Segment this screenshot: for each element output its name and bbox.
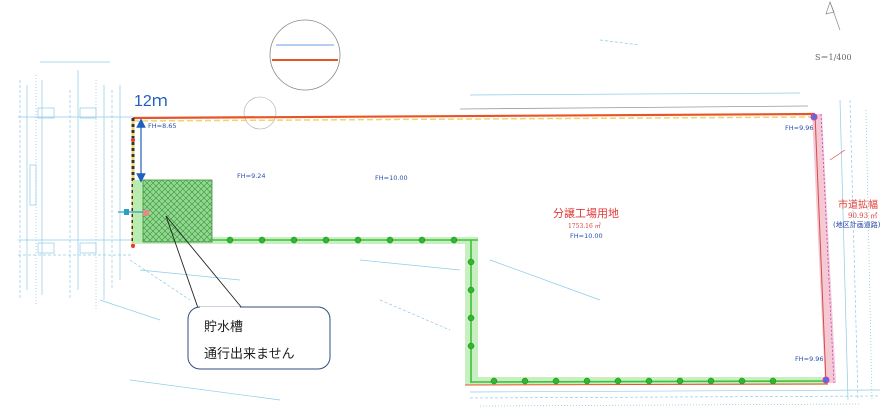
dimension-label: 12ｍ (134, 93, 168, 110)
inlet-pipe (118, 209, 143, 215)
level-label-left: FH=8.65 (148, 122, 177, 130)
callout-line-2: 通行出来ません (204, 347, 295, 362)
boundary-marker (645, 377, 653, 385)
boundary-marker (258, 236, 266, 244)
boundary-marker (418, 236, 426, 244)
boundary-marker (583, 377, 591, 385)
road-note: (地区計画道路) (833, 220, 881, 229)
drawing-scale: S＝1/400 (815, 53, 852, 62)
boundary-marker (738, 377, 746, 385)
road-area: 90.93 ㎡ (848, 212, 877, 220)
boundary-marker (354, 236, 362, 244)
boundary-marker (676, 377, 684, 385)
level-label-bottom-right: FH=9.96 (795, 355, 824, 363)
tank-callout: 貯水槽 通行出来ません (165, 215, 331, 370)
callout-line-1: 貯水槽 (204, 320, 243, 335)
north-arrow-icon (825, 0, 841, 31)
storage-tank (133, 179, 213, 243)
boundary-marker (521, 377, 529, 385)
boundary-marker (322, 236, 330, 244)
boundary-marker (467, 342, 475, 350)
boundary-marker (467, 314, 475, 322)
boundary-marker (226, 236, 234, 244)
boundary-marker (552, 377, 560, 385)
boundary-marker (614, 377, 622, 385)
boundary-marker (707, 377, 715, 385)
level-label-top-right: FH=9.96 (785, 124, 814, 132)
reference-circle (243, 96, 277, 130)
boundary-marker (290, 236, 298, 244)
level-label-mid: FH=10.00 (375, 174, 408, 182)
boundary-marker (467, 258, 475, 266)
boundary-marker (386, 236, 394, 244)
boundary-marker (467, 286, 475, 294)
background-linework-right (129, 39, 881, 407)
adjacent-boundary-line (459, 105, 809, 110)
level-label-mid-left: FH=9.24 (237, 172, 266, 180)
background-linework-left (18, 61, 241, 321)
boundary-markers (226, 236, 777, 385)
boundary-marker (490, 377, 498, 385)
boundary-marker (450, 236, 458, 244)
boundary-marker (769, 377, 777, 385)
detail-circle (269, 19, 341, 91)
top-boundary (132, 112, 816, 122)
lot-level: FH=10.00 (570, 232, 603, 240)
lot-area: 1753.16 ㎡ (568, 222, 601, 230)
lot-name: 分譲工場用地 (553, 206, 619, 220)
road-title: 市道拡幅 (838, 198, 878, 211)
road-widening-strip (810, 113, 846, 384)
